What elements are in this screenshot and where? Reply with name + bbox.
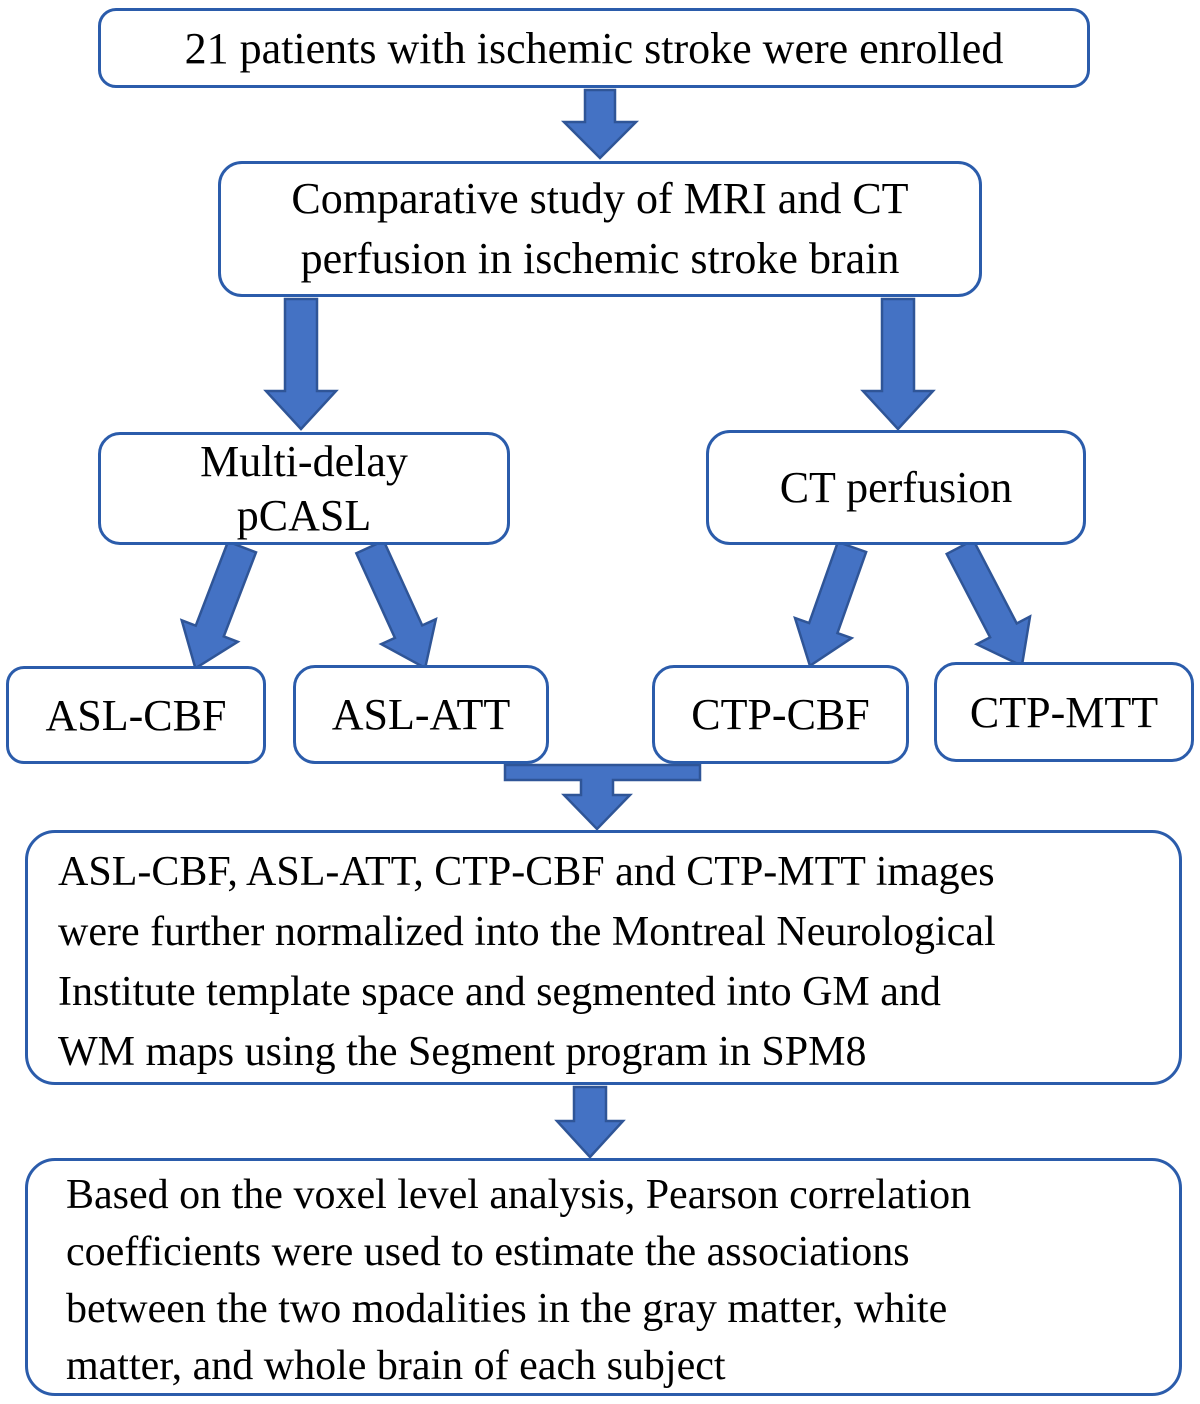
arrow-enrolled-to-comparative-icon [560, 88, 640, 160]
arrow-pcasl-to-asl-cbf-icon [179, 540, 258, 671]
node-analysis: Based on the voxel level analysis, Pears… [25, 1158, 1182, 1396]
node-asl-att: ASL-ATT [293, 665, 549, 764]
merge-connector-arrow-icon [503, 763, 702, 831]
arrow-pcasl-to-asl-att-icon [354, 539, 438, 670]
arrow-ctp-to-ctp-cbf-icon [793, 540, 868, 668]
node-asl-cbf: ASL-CBF [6, 666, 266, 764]
node-ctp-mtt: CTP-MTT [934, 662, 1194, 762]
arrow-ctp-to-ctp-mtt-icon [945, 538, 1032, 668]
node-ctp-cbf: CTP-CBF [652, 665, 909, 764]
node-ct-perfusion: CT perfusion [706, 430, 1086, 545]
arrow-comparative-to-ctp-icon [860, 297, 936, 431]
node-normalization: ASL-CBF, ASL-ATT, CTP-CBF and CTP-MTT im… [25, 830, 1182, 1085]
node-enrolled: 21 patients with ischemic stroke were en… [98, 8, 1090, 88]
arrow-comparative-to-pcasl-icon [263, 297, 339, 431]
arrow-normalize-to-analysis-icon [554, 1085, 626, 1159]
